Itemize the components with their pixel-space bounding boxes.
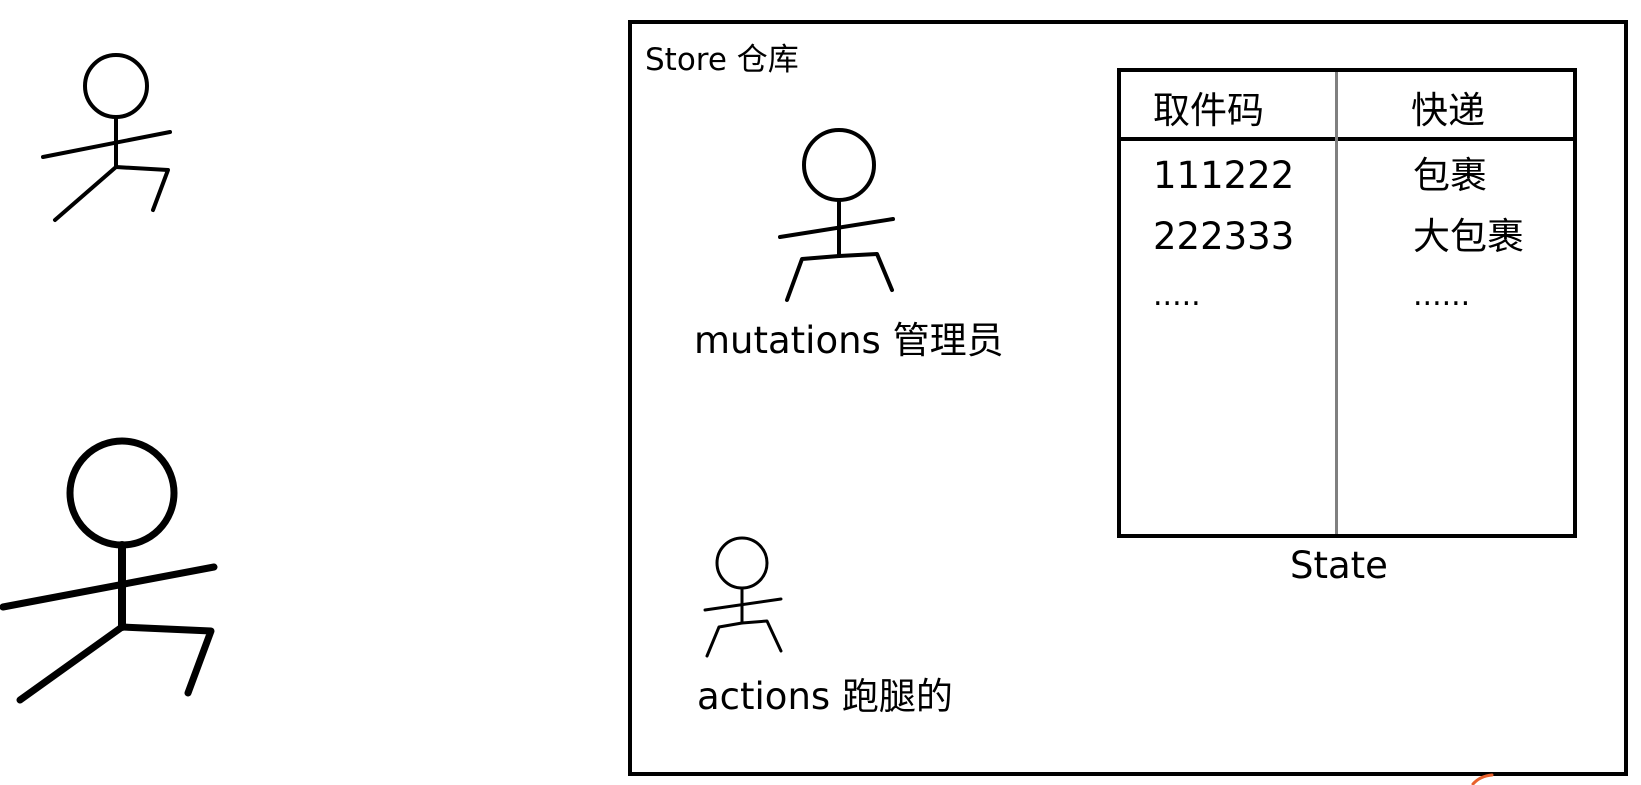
stick-figure-icon <box>0 437 218 704</box>
store-box <box>628 20 1628 776</box>
table-cell: 111222 <box>1153 154 1295 197</box>
cursor-mark-icon <box>1471 773 1494 785</box>
table-cell: ...... <box>1413 278 1471 313</box>
table-cell: 大包裹 <box>1413 215 1524 258</box>
header-divider <box>1121 137 1573 141</box>
mutations-label: mutations 管理员 <box>694 319 1004 362</box>
store-label: Store 仓库 <box>645 42 799 78</box>
column-header: 快递 <box>1411 89 1485 132</box>
table-cell: 包裹 <box>1413 154 1487 197</box>
column-header: 取件码 <box>1153 89 1264 132</box>
actions-label: actions 跑腿的 <box>697 675 953 718</box>
table-cell: ..... <box>1153 278 1201 313</box>
stick-figure-icon <box>778 128 895 302</box>
table-cell: 222333 <box>1153 215 1295 258</box>
stick-figure-icon <box>41 53 172 222</box>
state-label: State <box>1290 544 1388 587</box>
state-table: 取件码 快递 111222 包裹 222333 大包裹 ..... ...... <box>1117 68 1577 538</box>
stick-figure-icon <box>703 536 783 658</box>
column-divider <box>1335 72 1338 534</box>
